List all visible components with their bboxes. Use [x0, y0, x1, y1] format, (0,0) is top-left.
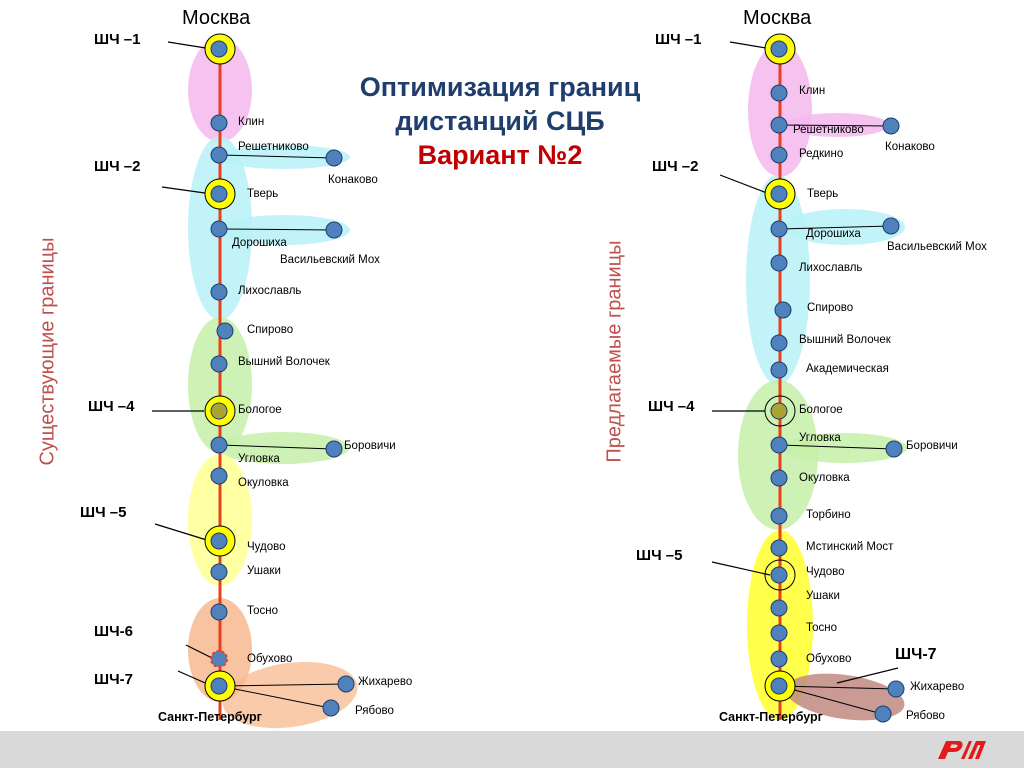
right-station-tosno: Тосно [806, 622, 838, 634]
left-station-doroshikha: Дорошиха [232, 237, 287, 249]
left-station-zhikharevo: Жихарево [358, 676, 413, 688]
right-station-okulovka: Окуловка [799, 472, 850, 484]
right-station-obukhovo: Обухово [806, 653, 852, 665]
zone-shch4-right-borovichi [783, 433, 907, 463]
right-station-mstinskiy-most: Мстинский Мост [806, 541, 894, 553]
right-side-label: Предлагаемые границы [603, 240, 626, 463]
zone-shch4-right [738, 380, 818, 530]
right-shch-5: ШЧ –5 [636, 547, 683, 564]
left-shch-5: ШЧ –5 [80, 504, 127, 521]
rzd-logo-icon [938, 741, 986, 759]
right-branches [779, 124, 896, 715]
right-station-redkino: Редкино [799, 148, 844, 160]
right-station-uglovka: Угловка [799, 432, 841, 444]
left-station-uglovka: Угловка [238, 453, 280, 465]
zone-shch1-right-konakovo [785, 113, 889, 137]
left-station-konakovo: Конаково [328, 174, 378, 186]
left-station-klin: Клин [238, 116, 265, 128]
left-station-ushaki: Ушаки [247, 565, 281, 577]
left-station-bologoe: Бологое [238, 404, 282, 416]
right-station-vasilevskiy-mokh: Васильевский Мох [887, 241, 987, 253]
title-line-1: Оптимизация границ [359, 72, 641, 102]
right-station-bologoe: Бологое [799, 404, 843, 416]
title-line-2: дистанций СЦБ [395, 106, 605, 136]
left-side-label: Существующие границы [36, 237, 59, 466]
left-bottom-city: Санкт-Петербург [158, 710, 262, 724]
left-station-chudovo: Чудово [247, 541, 286, 553]
right-station-spirovo: Спирово [807, 302, 854, 314]
right-station-klin: Клин [799, 85, 826, 97]
right-shch-1: ШЧ –1 [655, 31, 702, 48]
left-station-tosno: Тосно [247, 605, 279, 617]
right-bottom-city: Санкт-Петербург [719, 710, 823, 724]
right-pointers [711, 41, 899, 684]
right-station-konakovo: Конаково [885, 141, 935, 153]
right-station-reshetnikovo: Решетниково [793, 124, 864, 136]
right-station-doroshikha: Дорошиха [806, 228, 861, 240]
right-shch-4: ШЧ –4 [648, 398, 695, 415]
left-top-city: Москва [182, 7, 251, 29]
left-station-ryabovo: Рябово [355, 705, 394, 717]
right-station-ryabovo: Рябово [906, 710, 945, 722]
right-station-borovichi: Боровичи [906, 440, 958, 452]
right-shch-2: ШЧ –2 [652, 158, 699, 175]
right-station-zhikharevo: Жихарево [910, 681, 965, 693]
right-shch-7: ШЧ-7 [895, 646, 937, 663]
right-station-ushaki: Ушаки [806, 590, 840, 602]
title-variant: Вариант №2 [417, 140, 583, 170]
left-station-tver: Тверь [247, 188, 279, 200]
right-station-akademicheskaya: Академическая [806, 363, 889, 375]
left-station-vyshniy-volochek: Вышний Волочек [238, 356, 330, 368]
right-station-vyshniy-volochek: Вышний Волочек [799, 334, 891, 346]
left-station-okulovka: Окуловка [238, 477, 289, 489]
left-shch-1: ШЧ –1 [94, 31, 141, 48]
left-shch-4: ШЧ –4 [88, 398, 135, 415]
left-shch-2: ШЧ –2 [94, 158, 141, 175]
right-station-chudovo: Чудово [806, 566, 845, 578]
footer-bar [0, 731, 1024, 768]
left-station-obukhovo: Обухово [247, 653, 293, 665]
right-station-likhoslavl: Лихославль [799, 262, 863, 274]
right-top-city: Москва [743, 7, 812, 29]
left-nodes [210, 40, 355, 717]
left-branches [219, 154, 346, 709]
zone-shch7-right [785, 673, 905, 721]
left-station-vasilevskiy-mokh: Васильевский Мох [280, 254, 380, 266]
zone-shch4-left-borovichi [217, 432, 349, 464]
left-obukhovo-node [210, 650, 228, 668]
right-station-torbino: Торбино [806, 509, 851, 521]
left-station-reshetnikovo: Решетниково [238, 141, 309, 153]
left-shch-7: ШЧ-7 [94, 671, 133, 688]
left-station-likhoslavl: Лихославль [238, 285, 302, 297]
slide-title: Оптимизация границ дистанций СЦБ Вариант… [300, 70, 700, 172]
right-nodes [770, 40, 905, 723]
left-station-borovichi: Боровичи [344, 440, 396, 452]
right-station-tver: Тверь [807, 188, 839, 200]
left-station-spirovo: Спирово [247, 324, 294, 336]
left-shch-6: ШЧ-6 [94, 623, 133, 640]
